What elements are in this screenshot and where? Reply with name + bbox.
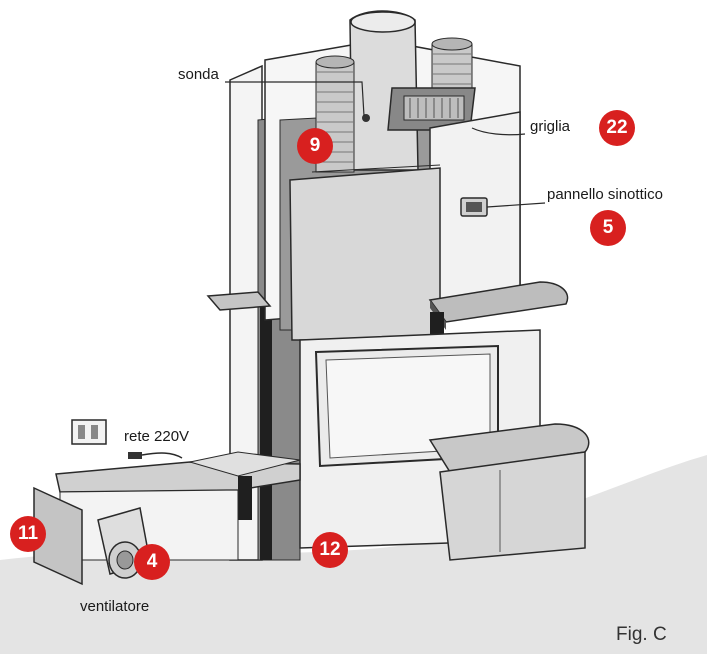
front-face-panel [289, 167, 441, 341]
leader-griglia [471, 127, 526, 136]
label-pannello-sinottico: pannello sinottico [547, 186, 663, 203]
label-griglia: griglia [530, 118, 571, 135]
wall-switch [71, 419, 107, 445]
front-plinth [439, 451, 586, 561]
leader-pannello [486, 202, 546, 208]
grill [387, 87, 476, 131]
left-base-block [189, 451, 301, 477]
badge-9: 9 [297, 128, 333, 164]
left-ribbed-duct [315, 55, 355, 173]
badge-5: 5 [590, 210, 626, 246]
badge-4: 4 [134, 544, 170, 580]
leader-sonda [225, 81, 365, 117]
badge-11: 11 [10, 516, 46, 552]
badge-12: 12 [312, 532, 348, 568]
badge-22: 22 [599, 110, 635, 146]
figure-caption: Fig. C [616, 624, 667, 645]
dark-strip [260, 300, 272, 560]
right-mantel [428, 281, 569, 323]
label-sonda: sonda [178, 66, 219, 83]
right-ribbed-duct [431, 37, 473, 95]
label-ventilatore: ventilatore [80, 598, 150, 615]
label-rete: rete 220V [124, 428, 190, 445]
left-bracket-shelf [206, 291, 272, 311]
power-plug [128, 452, 183, 459]
floor [0, 455, 707, 654]
flue-pipe-top [350, 11, 416, 33]
probe-sonda [362, 114, 370, 122]
